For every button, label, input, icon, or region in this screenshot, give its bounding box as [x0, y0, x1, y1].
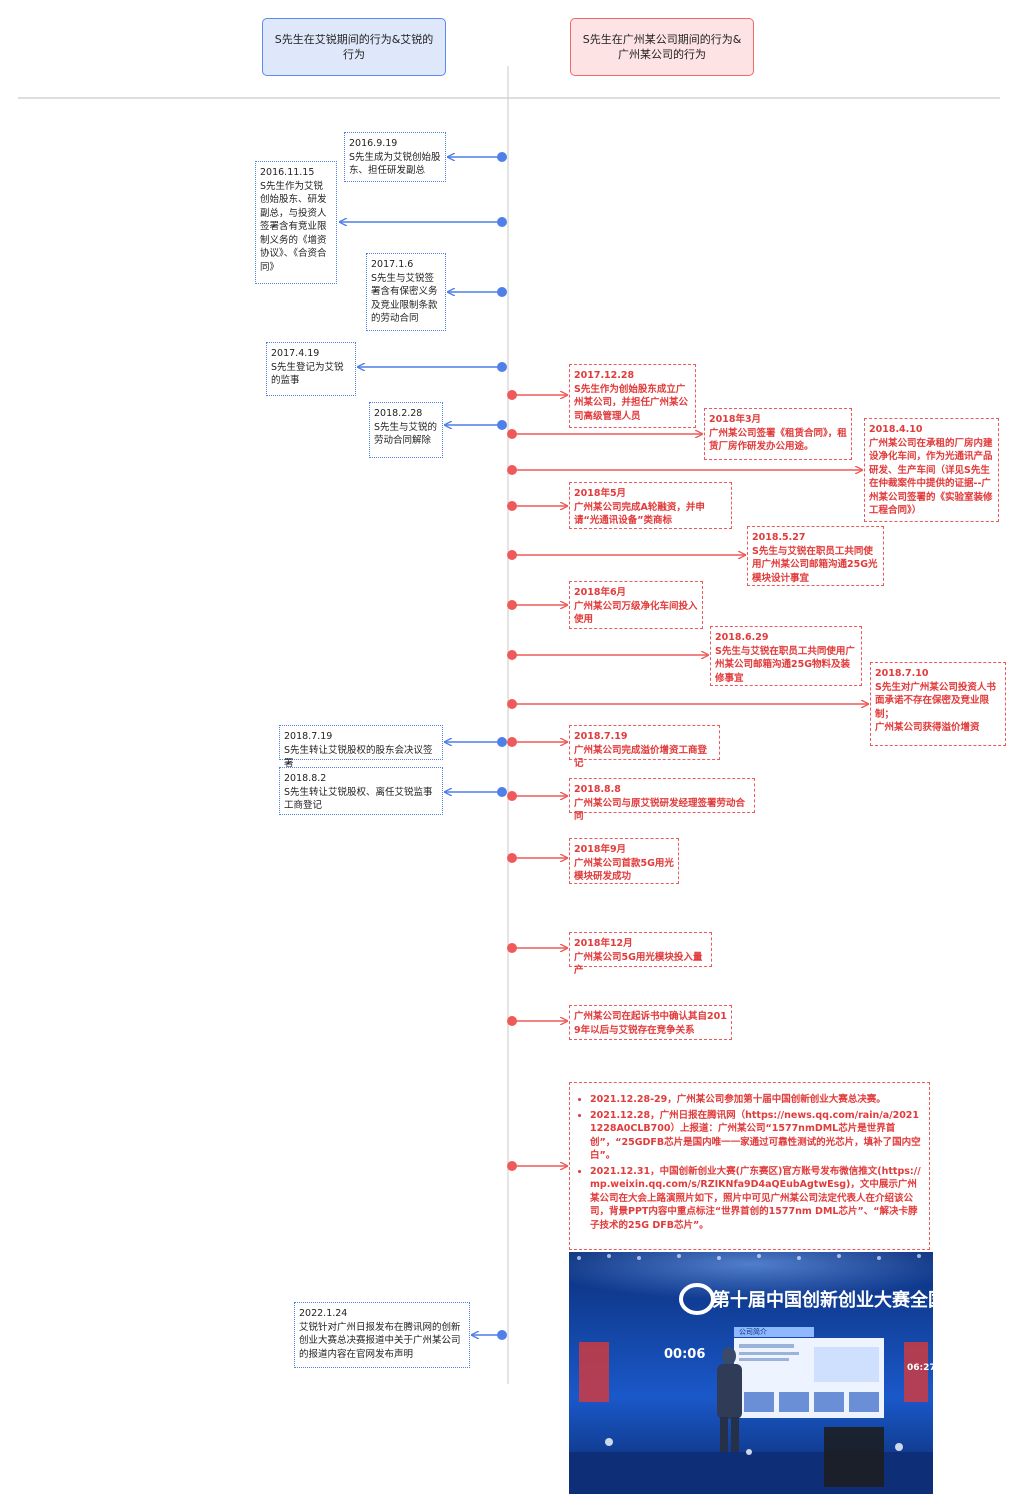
left-timeline-dot: [497, 152, 507, 162]
left-event-box: 2018.7.19 S先生转让艾锐股权的股东会决议签署: [279, 725, 443, 769]
right-event-box: 广州某公司在起诉书中确认其自2019年以后与艾锐存在竞争关系: [569, 1005, 732, 1040]
right-timeline-dot: [507, 465, 517, 475]
right-event-box: 2018.6.29 S先生与艾锐在职员工共同使用广州某公司邮箱沟通25G物料及装…: [710, 626, 862, 686]
report-bullet-list: 2021.12.28-29，广州某公司参加第十届中国创新创业大赛总决赛。 202…: [576, 1093, 923, 1232]
left-event-box: 2018.2.28 S先生与艾锐的劳动合同解除: [369, 402, 443, 458]
right-timeline-dot: [507, 1161, 517, 1171]
right-timeline-dot: [507, 737, 517, 747]
left-event-box: 2016.11.15 S先生作为艾锐创始股东、研发副总，与投资人签署含有竞业限制…: [255, 161, 337, 284]
right-event-box: 2018年6月 广州某公司万级净化车间投入使用: [569, 581, 703, 629]
right-timeline-dot: [507, 791, 517, 801]
right-timeline-dot: [507, 699, 517, 709]
right-event-box: 2018.8.8 广州某公司与原艾锐研发经理签署劳动合同: [569, 778, 755, 822]
roadshow-photo: 第十届中国创新创业大赛全国总决赛 公司简介 00:06 06:27: [569, 1252, 933, 1494]
left-timeline-dot: [497, 737, 507, 747]
report-bullet: 2021.12.28，广州日报在腾讯网（https://news.qq.com/…: [590, 1109, 923, 1163]
photo-clock: 06:27: [907, 1363, 933, 1373]
left-event-box: 2017.4.19 S先生登记为艾锐的监事: [266, 342, 356, 396]
right-event-box: 2018年3月 广州某公司签署《租赁合同》，租赁厂房作研发办公用途。: [704, 408, 852, 460]
left-event-box: 2018.8.2 S先生转让艾锐股权、离任艾锐监事工商登记: [279, 767, 443, 815]
photo-screen-title: 公司简介: [739, 1327, 767, 1336]
photo-timer: 00:06: [664, 1347, 705, 1362]
photo-banner: 第十届中国创新创业大赛全国总决赛: [712, 1289, 933, 1311]
right-column-header: S先生在广州某公司期间的行为&广州某公司的行为: [570, 18, 754, 76]
right-event-box: 2018.7.10 S先生对广州某公司投资人书面承诺不存在保密及竞业限制； 广州…: [870, 662, 1006, 746]
left-timeline-dot: [497, 362, 507, 372]
left-event-box: 2022.1.24 艾锐针对广州日报发布在腾讯网的创新创业大赛总决赛报道中关于广…: [294, 1302, 470, 1368]
left-timeline-dot: [497, 420, 507, 430]
presenter-figure: [717, 1347, 742, 1462]
right-timeline-dot: [507, 429, 517, 439]
left-timeline-dot: [497, 787, 507, 797]
right-event-box: 2018年9月 广州某公司首款5G用光模块研发成功: [569, 838, 679, 884]
left-column-header: S先生在艾锐期间的行为&艾锐的行为: [262, 18, 446, 76]
report-bullet: 2021.12.31，中国创新创业大赛(广东赛区)官方账号发布微信推文(http…: [590, 1165, 923, 1233]
left-event-box: 2016.9.19 S先生成为艾锐创始股东、担任研发副总: [344, 132, 446, 182]
right-event-box: 2018年5月 广州某公司完成A轮融资，并申请“光通讯设备”类商标: [569, 482, 732, 529]
right-timeline-dot: [507, 550, 517, 560]
right-timeline-dot: [507, 650, 517, 660]
right-timeline-dot: [507, 390, 517, 400]
right-timeline-dot: [507, 1016, 517, 1026]
right-event-box: 2018.4.10 广州某公司在承租的厂房内建设净化车间，作为光通讯产品研发、生…: [864, 418, 999, 522]
left-timeline-dot: [497, 1330, 507, 1340]
right-timeline-dot: [507, 600, 517, 610]
right-timeline-dot: [507, 943, 517, 953]
left-timeline-dot: [497, 217, 507, 227]
left-timeline-dot: [497, 287, 507, 297]
right-event-box: 2018年12月 广州某公司5G用光模块投入量产: [569, 932, 712, 976]
right-event-box: 2018.5.27 S先生与艾锐在职员工共同使用广州某公司邮箱沟通25G光模块设…: [747, 526, 884, 586]
left-event-box: 2017.1.6 S先生与艾锐签署含有保密义务及竞业限制条款的劳动合同: [366, 253, 446, 331]
competition-report-box: 2021.12.28-29，广州某公司参加第十届中国创新创业大赛总决赛。 202…: [569, 1082, 930, 1250]
report-bullet: 2021.12.28-29，广州某公司参加第十届中国创新创业大赛总决赛。: [590, 1093, 923, 1107]
right-timeline-dot: [507, 501, 517, 511]
right-event-box: 2018.7.19 广州某公司完成溢价增资工商登记: [569, 725, 720, 769]
right-event-box: 2017.12.28 S先生作为创始股东成立广州某公司，并担任广州某公司高级管理…: [569, 364, 696, 428]
right-timeline-dot: [507, 853, 517, 863]
